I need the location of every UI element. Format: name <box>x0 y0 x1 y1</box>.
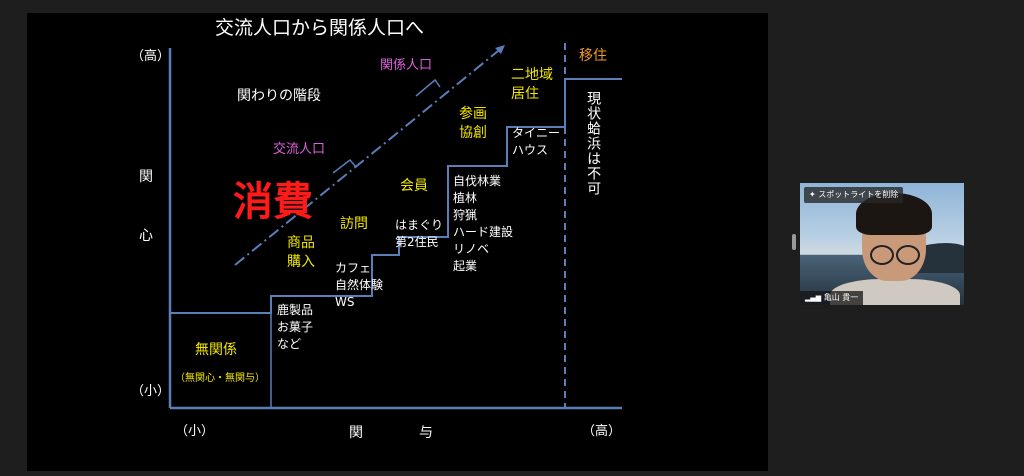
panel-resize-handle[interactable] <box>792 234 796 250</box>
example-tiny-house-1: タイニー <box>512 126 561 140</box>
example-member-2: 第2住民 <box>395 235 439 249</box>
member-label: 会員 <box>400 178 428 194</box>
example-visit-2: 自然体験 <box>335 278 384 292</box>
example-participation-6: 起業 <box>453 259 478 273</box>
x-axis-label-left: 関 <box>349 425 363 441</box>
example-participation-5: リノベ <box>453 242 490 256</box>
example-visit-1: カフェ <box>335 261 372 275</box>
participation-label-1: 参画 <box>459 106 487 122</box>
unrelated-sublabel: （無関心・無関与） <box>175 373 265 384</box>
y-axis-label-bottom: 心 <box>139 228 153 244</box>
exchange-bracket <box>332 158 357 174</box>
participant-name: 亀山 貴一 <box>823 293 859 302</box>
diagram-lines <box>168 43 622 410</box>
participant-glasses-right <box>896 245 920 265</box>
example-visit-3: WS <box>335 295 355 309</box>
x-axis-low: （小） <box>175 424 215 439</box>
steps-line <box>170 78 622 314</box>
example-products-3: など <box>277 337 302 351</box>
relocate-note: 現状蛤浜は不可 <box>585 91 602 196</box>
example-products-1: 鹿製品 <box>277 303 314 317</box>
participation-label-2: 協創 <box>459 125 487 141</box>
purchase-label-1: 商品 <box>287 235 315 251</box>
example-participation-4: ハード建設 <box>453 225 514 239</box>
signal-bars-icon: ▂▄▆ <box>805 294 822 302</box>
consumption-label: 消費 <box>233 179 313 225</box>
two-region-label-2: 居住 <box>511 86 539 102</box>
steps-label: 関わりの階段 <box>237 88 321 104</box>
x-axis-high: （高） <box>582 424 622 439</box>
participant-video-tile[interactable]: ✦ スポットライトを削除 ▂▄▆ 亀山 貴一 <box>800 183 964 305</box>
example-participation-3: 狩猟 <box>453 208 478 222</box>
y-axis-high: （高） <box>131 49 171 64</box>
slide-title: 交流人口から関係人口へ <box>215 17 425 39</box>
remove-spotlight-label: スポットライトを削除 <box>818 190 899 199</box>
example-participation-1: 自伐林業 <box>453 174 502 188</box>
x-axis-label-right: 与 <box>419 425 433 441</box>
example-tiny-house-2: ハウス <box>512 143 549 157</box>
pin-icon: ✦ <box>809 190 816 199</box>
relation-bracket <box>415 78 441 97</box>
two-region-label-1: 二地域 <box>511 67 553 83</box>
participant-glasses-left <box>870 245 894 265</box>
visit-label: 訪問 <box>340 216 368 232</box>
example-products-2: お菓子 <box>277 320 314 334</box>
unrelated-label: 無関係 <box>195 342 237 358</box>
trend-arrow-head <box>495 45 505 54</box>
participant-name-tag: ▂▄▆ 亀山 貴一 <box>800 291 864 305</box>
relocate-label: 移住 <box>579 48 607 64</box>
relation-population-label: 関係人口 <box>380 58 433 73</box>
exchange-population-label: 交流人口 <box>273 142 326 157</box>
example-member-1: はまぐり <box>395 218 444 232</box>
y-axis-low: （小） <box>131 384 171 399</box>
y-axis-label-top: 関 <box>139 169 153 185</box>
example-participation-2: 植林 <box>453 191 478 205</box>
remove-spotlight-button[interactable]: ✦ スポットライトを削除 <box>804 187 904 203</box>
trend-arrow-line <box>234 46 504 266</box>
presentation-slide: 交流人口から関係人口へ （高） 関 心 （小） （小） 関 与 （高） 関わりの… <box>27 13 768 471</box>
purchase-label-2: 購入 <box>287 254 315 270</box>
